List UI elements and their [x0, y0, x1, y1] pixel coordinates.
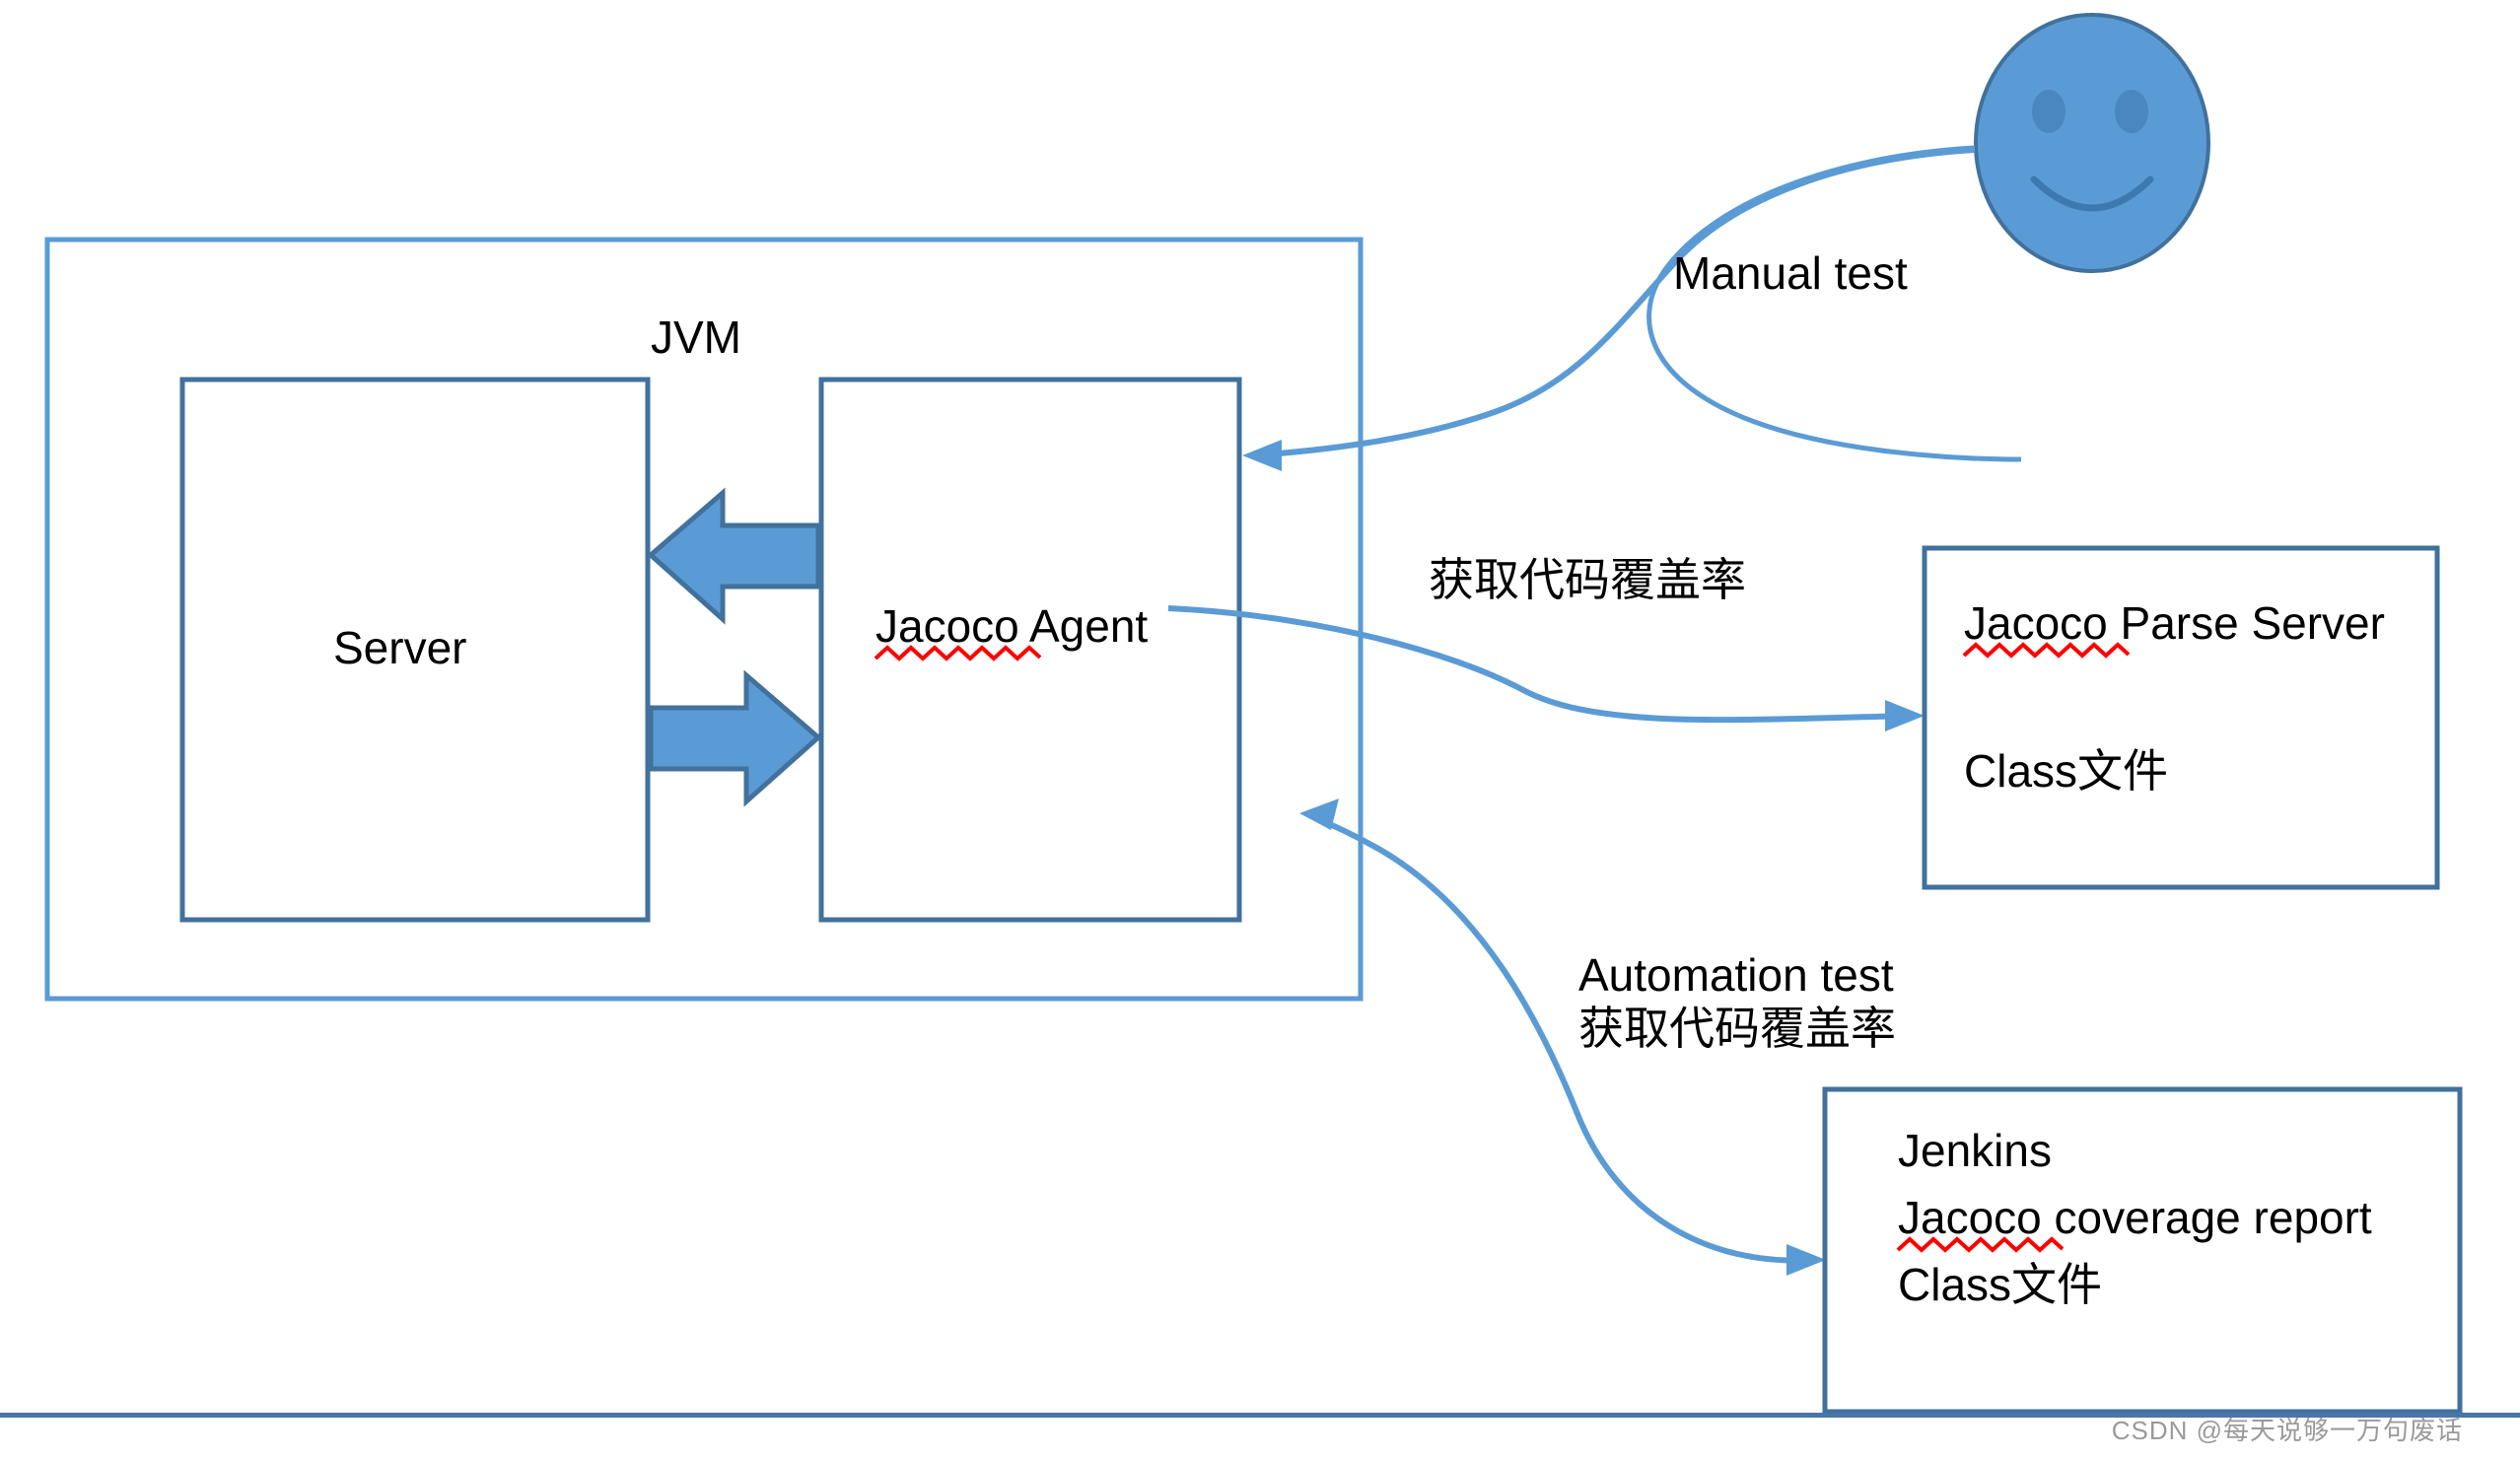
csdn-watermark: CSDN @每天说够一万句废话 — [2111, 1416, 2463, 1445]
manual-test-edge-label: Manual test — [1673, 247, 1908, 299]
face-head — [1974, 13, 2210, 273]
automation-test-edge-label-line1: Automation test — [1578, 949, 1894, 1001]
jacoco-parse-server-class-file: Class文件 — [1964, 745, 2169, 797]
coverage-fetch-arrow — [1167, 605, 1925, 731]
footer-rule — [0, 1413, 2520, 1418]
manual-test-arrow — [1242, 147, 1976, 471]
jenkins-title: Jenkins — [1898, 1125, 2052, 1176]
server-box — [179, 377, 651, 923]
jenkins-class-file: Class文件 — [1898, 1259, 2103, 1310]
face-smile — [2030, 175, 2154, 212]
manual-test-connector — [1646, 145, 2022, 462]
server-box-label: Server — [333, 622, 467, 673]
automation-test-edge-label-line2: 获取代码覆盖率 — [1578, 1003, 1896, 1055]
automation-test-arrow — [1299, 799, 1826, 1276]
spellcheck-squiggle-agent — [874, 645, 1042, 661]
face-eye-right — [2115, 90, 2148, 133]
block-arrow-right — [648, 669, 822, 807]
face-eye-left — [2032, 90, 2065, 133]
jenkins-box — [1822, 1086, 2463, 1415]
jenkins-coverage-report: Jacoco coverage report — [1898, 1192, 2372, 1243]
spellcheck-squiggle-jenkins — [1896, 1236, 2065, 1253]
jvm-box-label: JVM — [651, 312, 741, 363]
spellcheck-squiggle-parse — [1962, 642, 2131, 659]
coverage-fetch-edge-label: 获取代码覆盖率 — [1429, 554, 1746, 605]
jacoco-agent-box-label: Jacoco Agent — [875, 600, 1149, 652]
smiley-face-icon — [1974, 13, 2210, 273]
block-arrow-left — [647, 487, 821, 625]
jacoco-parse-server-title: Jacoco Parse Server — [1964, 597, 2385, 649]
jacoco-parse-server-box — [1922, 545, 2440, 890]
